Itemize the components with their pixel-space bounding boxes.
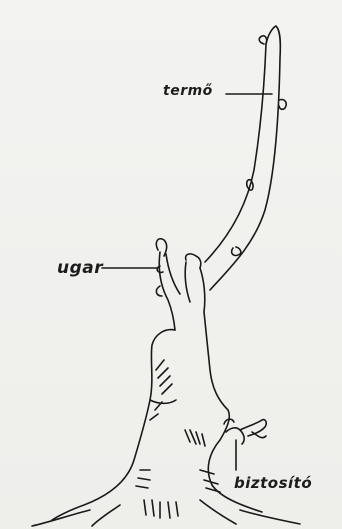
fruiting-cane bbox=[205, 26, 286, 290]
trunk bbox=[32, 312, 300, 526]
label-biztosito: biztosító bbox=[234, 474, 312, 492]
label-ugar: ugar bbox=[57, 258, 103, 278]
security-spur bbox=[224, 419, 266, 444]
label-termo: termő bbox=[163, 83, 213, 99]
renewal-spur bbox=[156, 239, 204, 330]
